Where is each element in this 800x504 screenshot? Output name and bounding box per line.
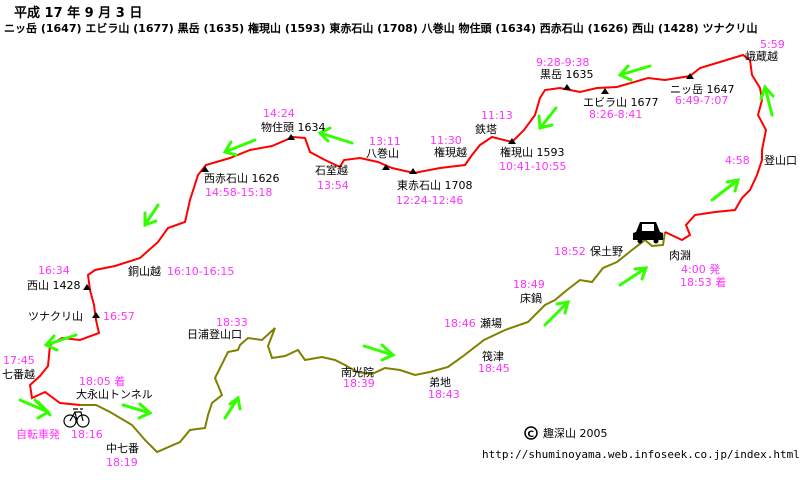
peak-triangle-icon: [409, 168, 417, 174]
label-tokonabe: 床鍋: [520, 291, 542, 305]
peak-list: ニッ岳 (1647) エビラ山 (1677) 黒岳 (1635) 権現山 (15…: [4, 21, 757, 35]
label-futatsu: ニッ岳 1647: [670, 83, 735, 96]
label-seba: 瀬場: [480, 316, 502, 330]
time-hiura: 18:33: [216, 316, 248, 329]
time-higashi: 12:24-12:46: [396, 194, 463, 207]
label-hachimaki: 八巻山: [366, 147, 399, 160]
label-kuro: 黒岳 1635: [540, 68, 594, 81]
direction-arrow-icon: [759, 84, 775, 117]
credit: 趣深山 2005: [543, 426, 608, 440]
direction-arrow-icon: [121, 402, 153, 420]
peak-triangle-icon: [563, 84, 571, 90]
walking-route: [28, 53, 768, 406]
time-bike-start: 18:16: [71, 428, 103, 441]
copyright-icon: C: [524, 426, 538, 440]
time-nishiyama: 16:34: [38, 264, 70, 277]
label-ebira: エビラ山 1677: [583, 96, 659, 109]
time-daichi: 18:43: [428, 388, 460, 401]
bike-route: [80, 231, 666, 454]
peak-triangle-icon: [83, 284, 91, 290]
direction-arrow-icon: [317, 126, 354, 145]
car-icon: [633, 222, 663, 244]
label-hiura: 日浦登山口: [187, 327, 242, 341]
label-shichiban: 七番越: [2, 367, 35, 381]
time-shinotsu: 18:45: [478, 362, 510, 375]
labels: 5:59 峨蔵越 ニッ岳 1647 6:49-7:07 9:28-9:38 黒岳…: [2, 38, 797, 469]
time-seba: 18:46: [444, 317, 476, 330]
bicycle-icon: [63, 408, 90, 428]
time-shishibuchi-arrive: 18:53 着: [680, 275, 726, 289]
time-shichiban: 17:45: [3, 354, 35, 367]
label-tetto: 鉄塔: [475, 122, 497, 136]
label-nishiyama: 西山 1428: [27, 279, 81, 292]
time-gongen: 10:41-10:55: [499, 160, 566, 173]
direction-arrow-icon: [143, 203, 160, 228]
direction-arrow-icon: [537, 106, 558, 130]
label-tsunakuri: ツナクリ山: [28, 310, 83, 323]
direction-arrow-icon: [362, 343, 396, 362]
label-tunnel: 大永山トンネル: [76, 387, 153, 401]
peak-triangle-icon: [508, 138, 516, 144]
label-higashi: 東赤石山 1708: [397, 179, 473, 192]
time-gongengoe: 11:30: [430, 134, 462, 147]
time-kuro: 9:28-9:38: [536, 56, 589, 69]
peak-markers: [83, 73, 694, 318]
map-title: 平成 17 年 9 月 3 日: [14, 5, 142, 21]
label-gakuzo: 峨蔵越: [745, 49, 778, 63]
time-ishimuro: 13:54: [317, 179, 349, 192]
time-shishibuchi-depart: 4:00 発: [681, 262, 720, 276]
time-hotono: 18:52: [554, 245, 586, 258]
direction-arrow-icon: [618, 266, 649, 287]
peak-triangle-icon: [601, 88, 609, 94]
peak-triangle-icon: [92, 312, 100, 318]
label-monosumi: 物住頭 1634: [261, 120, 326, 134]
label-bike-start: 自転車発: [16, 427, 60, 441]
time-tunnel: 18:05 着: [79, 374, 125, 388]
direction-arrow-icon: [222, 138, 257, 157]
direction-arrow-icon: [223, 395, 242, 420]
label-gongengoe: 権現越: [434, 145, 467, 159]
time-nankoin: 18:39: [343, 377, 375, 390]
label-hotono: 保土野: [590, 244, 623, 258]
time-futatsu: 6:49-7:07: [675, 94, 728, 107]
label-daichi: 弟地: [429, 376, 451, 389]
peak-triangle-icon: [287, 134, 295, 140]
label-shishibuchi: 肉淵: [669, 249, 691, 262]
time-tsunakuri: 16:57: [103, 310, 135, 323]
peak-triangle-icon: [686, 73, 694, 79]
label-nankoin: 南光院: [341, 365, 374, 379]
time-gakuzo: 5:59: [760, 38, 785, 51]
time-tozanguchi: 4:58: [725, 154, 750, 167]
label-tozanguchi: 登山口: [764, 153, 797, 167]
direction-arrow-icon: [33, 398, 52, 417]
time-nishiakaishi: 14:58-15:18: [205, 186, 272, 199]
direction-arrow-icon: [710, 178, 741, 202]
time-nakashichi: 18:19: [106, 456, 138, 469]
direction-arrow-icon: [617, 64, 652, 82]
peak-triangle-icon: [201, 166, 209, 172]
label-ishimuro: 石室越: [315, 163, 348, 177]
direction-arrows: [18, 64, 775, 420]
time-tetto: 11:13: [481, 109, 513, 122]
label-nakashichi: 中七番: [106, 442, 139, 455]
time-tokonabe: 18:49: [513, 278, 545, 291]
label-shinotsu: 筏津: [482, 349, 504, 363]
time-hachimaki: 13:11: [369, 135, 401, 148]
label-dozan: 銅山越: [128, 264, 161, 278]
direction-arrow-icon: [543, 300, 571, 327]
time-ebira: 8:26-8:41: [589, 108, 642, 121]
time-monosumi: 14:24: [263, 107, 295, 120]
label-gongen: 権現山 1593: [500, 145, 565, 159]
peak-triangle-icon: [382, 164, 390, 170]
site-url: http://shuminoyama.web.infoseek.co.jp/in…: [482, 448, 800, 461]
time-dozan: 16:10-16:15: [167, 265, 234, 278]
label-nishiakaishi: 西赤石山 1626: [204, 172, 280, 185]
direction-arrow-icon: [43, 333, 78, 352]
svg-text:C: C: [528, 430, 535, 440]
